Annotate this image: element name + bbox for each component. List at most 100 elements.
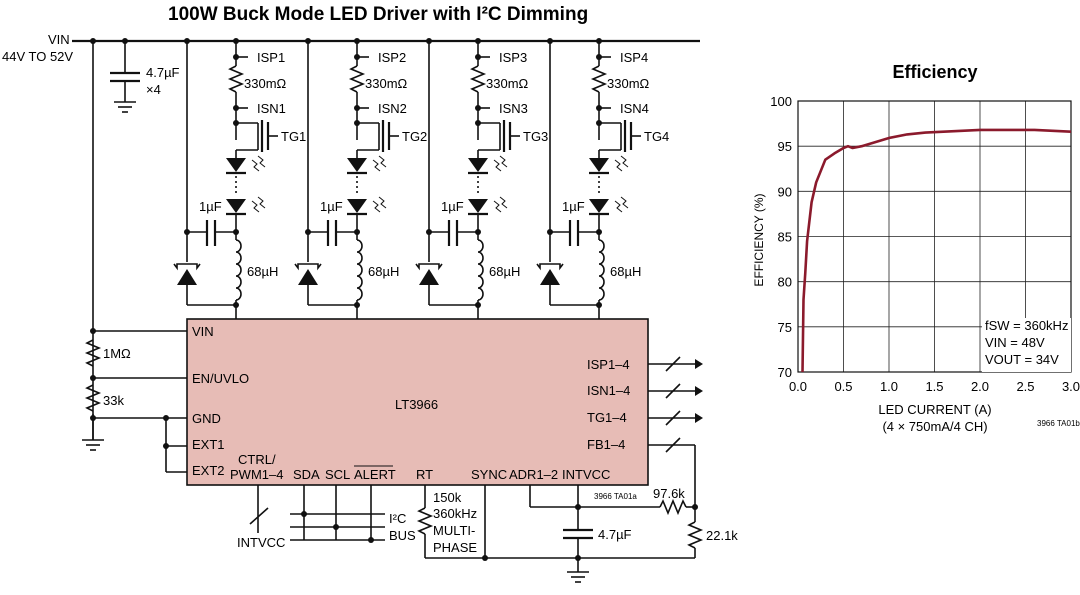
sense-resistor-value-2: 330mΩ <box>365 76 408 91</box>
uvlo-bottom-value: 33k <box>103 393 124 408</box>
uvlo-top-value: 1MΩ <box>103 346 131 361</box>
i2c-label: I²C <box>389 511 406 526</box>
efficiency-curve <box>801 128 1072 373</box>
y-tick-label: 90 <box>778 184 792 199</box>
vin-range: 44V TO 52V <box>2 49 73 64</box>
chart-ylabel: EFFICIENCY (%) <box>752 193 766 286</box>
input-capacitor <box>110 41 140 113</box>
isn-label-1: ISN1 <box>257 101 286 116</box>
isn-label-2: ISN2 <box>378 101 407 116</box>
schottky-diode <box>177 269 197 285</box>
pin-adr: ADR1–2 <box>509 467 558 482</box>
y-tick-label: 75 <box>778 320 792 335</box>
channel-1: ISP1330mΩISN1TG11µF68µHSW1 <box>173 38 306 339</box>
chart-xlabel: LED CURRENT (A) <box>878 402 991 417</box>
led <box>347 199 367 213</box>
chart-title: Efficiency <box>892 62 977 82</box>
sense-resistor <box>590 65 608 93</box>
multi-label: MULTI- <box>433 523 475 538</box>
isn-label-3: ISN3 <box>499 101 528 116</box>
chart-annotation-2: VIN = 48V <box>985 335 1045 350</box>
fb-divider <box>578 498 704 559</box>
channel-2: ISP2330mΩISN2TG21µF68µHSW2 <box>294 38 427 339</box>
i2c-bus-lines <box>290 485 385 543</box>
channel-4: ISP4330mΩISN4TG41µF68µHSW4 <box>536 38 669 339</box>
inductor-value-4: 68µH <box>610 264 641 279</box>
schottky-diode <box>419 269 439 285</box>
inductor <box>356 239 363 301</box>
x-tick-label: 3.0 <box>1062 379 1080 394</box>
fig-code-left: 3966 TA01a <box>594 492 637 501</box>
led-channels: ISP1330mΩISN1TG11µF68µHSW1ISP2330mΩISN2T… <box>173 38 669 339</box>
inductor-value-1: 68µH <box>247 264 278 279</box>
sense-resistor <box>227 65 245 93</box>
pin-en-uvlo: EN/UVLO <box>192 371 249 386</box>
intvcc-label: INTVCC <box>237 535 285 550</box>
chart-annotation-3: VOUT = 34V <box>985 352 1059 367</box>
x-tick-label: 2.0 <box>971 379 989 394</box>
led <box>468 199 488 213</box>
x-tick-label: 1.0 <box>880 379 898 394</box>
vin-label: VIN <box>48 32 70 47</box>
chart-frame <box>797 100 1072 373</box>
pin-sda: SDA <box>293 467 320 482</box>
led <box>589 158 609 172</box>
isn-label-4: ISN4 <box>620 101 649 116</box>
y-tick-label: 85 <box>778 230 792 245</box>
ic-name: LT3966 <box>395 397 438 412</box>
input-cap-value: 4.7µF <box>146 65 180 80</box>
pin-alert: ALERT <box>354 467 396 482</box>
x-tick-label: 0.0 <box>789 379 807 394</box>
led <box>347 158 367 172</box>
pin-scl: SCL <box>325 467 350 482</box>
chart-fig-code: 3966 TA01b <box>1037 419 1080 428</box>
pin-fb: FB1–4 <box>587 437 625 452</box>
led <box>226 199 246 213</box>
sense-resistor-value-3: 330mΩ <box>486 76 529 91</box>
rt-frequency: 360kHz <box>433 506 477 521</box>
lt3966-ic <box>186 318 649 486</box>
tg-label-4: TG4 <box>644 129 669 144</box>
channel-3: ISP3330mΩISN3TG31µF68µHSW3 <box>415 38 548 339</box>
sense-resistor <box>348 65 366 93</box>
schottky-diode <box>540 269 560 285</box>
isp-label-4: ISP4 <box>620 50 648 65</box>
sense-resistor <box>469 65 487 93</box>
x-tick-label: 1.5 <box>925 379 943 394</box>
x-tick-label: 0.5 <box>834 379 852 394</box>
y-tick-label: 95 <box>778 139 792 154</box>
bootstrap-cap-value-1: 1µF <box>199 199 222 214</box>
fb-top-value: 97.6k <box>653 486 685 501</box>
chart-annotation-1: fSW = 360kHz <box>985 318 1068 333</box>
y-tick-label: 100 <box>770 94 792 109</box>
uvlo-divider <box>82 339 187 451</box>
pin-vin: VIN <box>192 324 214 339</box>
inductor-value-3: 68µH <box>489 264 520 279</box>
pin-isn: ISN1–4 <box>587 383 630 398</box>
pin-ext2: EXT2 <box>192 463 225 478</box>
annotation-box <box>982 318 1071 372</box>
bootstrap-cap-value-4: 1µF <box>562 199 585 214</box>
isp-label-3: ISP3 <box>499 50 527 65</box>
phase-label: PHASE <box>433 540 477 555</box>
tg-label-1: TG1 <box>281 129 306 144</box>
bootstrap-cap-value-2: 1µF <box>320 199 343 214</box>
isp-label-1: ISP1 <box>257 50 285 65</box>
pin-sync: SYNC <box>471 467 507 482</box>
pin-ctrl: CTRL/ <box>238 452 276 467</box>
rt-value: 150k <box>433 490 462 505</box>
bus-arrows <box>648 356 703 507</box>
chart-xlabel2: (4 × 750mA/4 CH) <box>882 419 987 434</box>
inductor <box>235 239 242 301</box>
fb-bottom-value: 22.1k <box>706 528 738 543</box>
pin-ext1: EXT1 <box>192 437 225 452</box>
inductor <box>598 239 605 301</box>
rt-resistor <box>416 485 434 558</box>
y-tick-label: 70 <box>778 365 792 380</box>
schottky-diode <box>298 269 318 285</box>
bootstrap-cap-value-3: 1µF <box>441 199 464 214</box>
pin-gnd: GND <box>192 411 221 426</box>
led <box>226 158 246 172</box>
